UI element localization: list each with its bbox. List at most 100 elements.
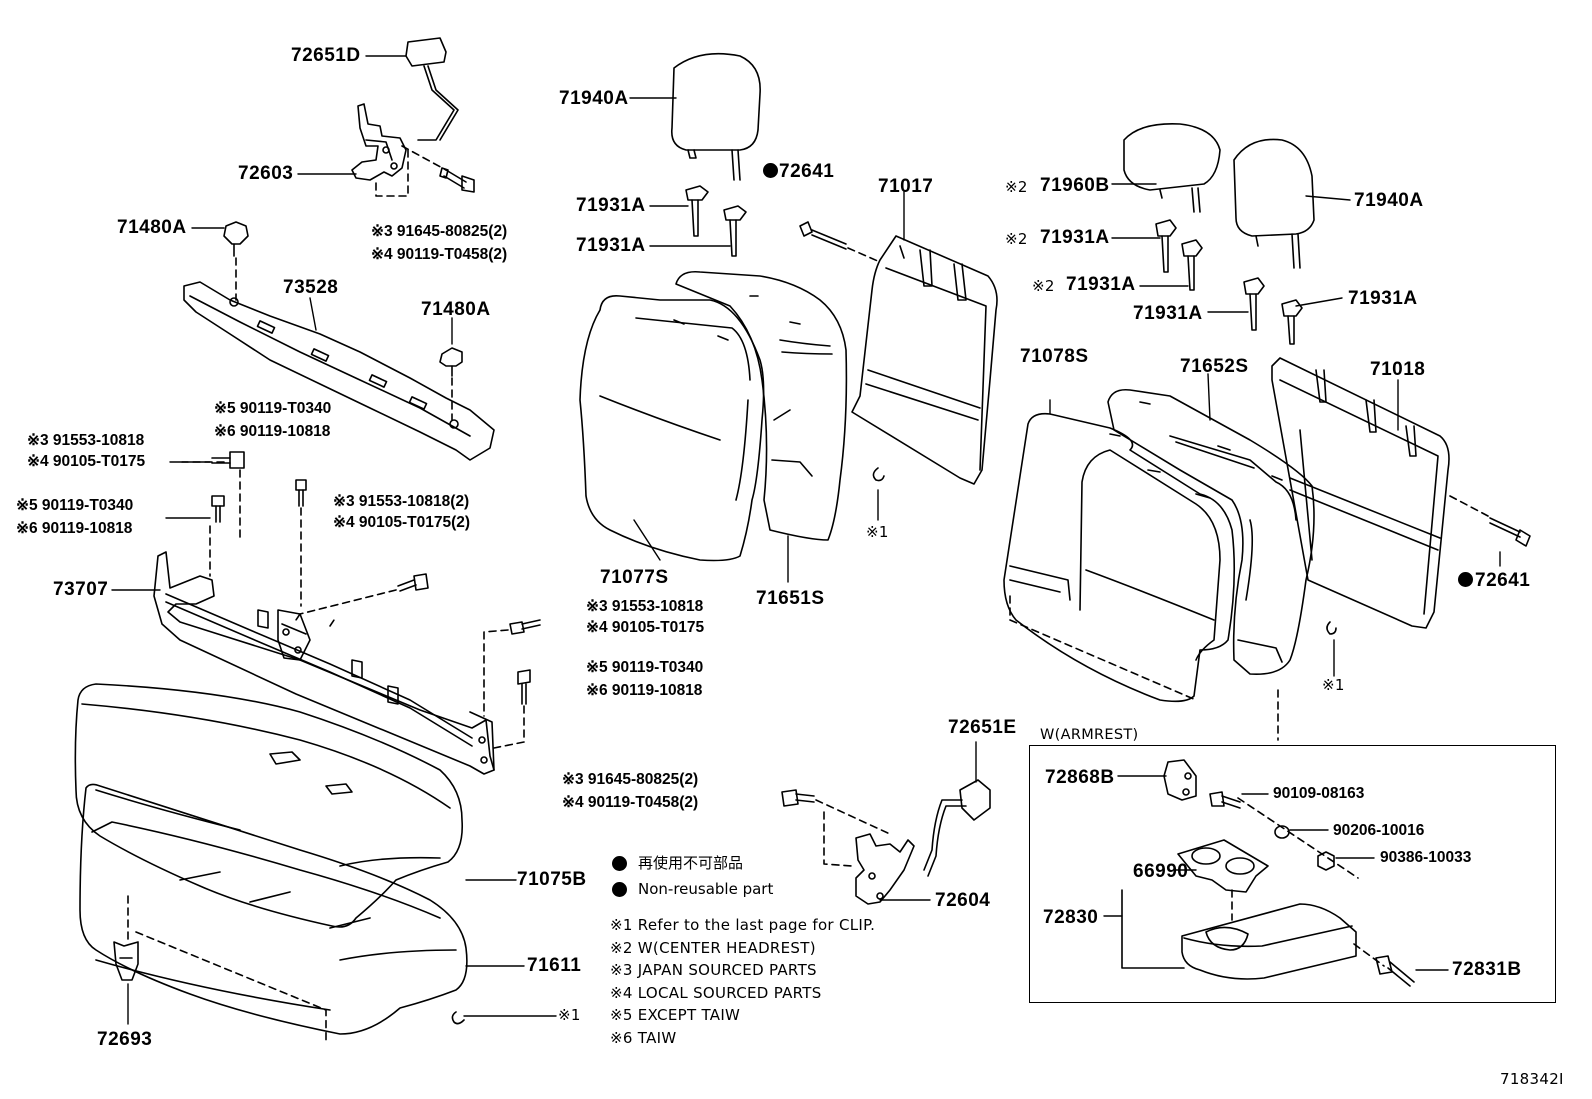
seatback-frame-71018 [1271,357,1450,629]
fastener-label[interactable]: ※6 90119-10818 [16,520,133,537]
part-label-71017[interactable]: 71017 [878,176,934,197]
leader-lines [111,55,1501,1025]
part-label-71077s[interactable]: 71077S [600,567,669,588]
headrest-guide-left-2 [723,205,747,257]
part-label-72868b[interactable]: 72868B [1045,767,1115,788]
part-label-71652s[interactable]: 71652S [1180,356,1249,377]
footnote: ※1 Refer to the last page for CLIP. [610,916,876,934]
fastener-label[interactable]: ※6 90119-10818 [214,423,331,440]
part-label-71611[interactable]: 71611 [527,955,582,976]
part-label-73707[interactable]: 73707 [53,579,109,600]
footnote: ※2 W(CENTER HEADREST) [610,939,816,957]
part-label-71075b[interactable]: 71075B [517,869,587,890]
footnote: ※5 EXCEPT TAIW [610,1006,741,1024]
fastener-label[interactable]: ※4 90105-T0175(2) [333,514,471,531]
note-ref-2: ※2 [1005,230,1028,248]
part-label-72831b[interactable]: 72831B [1452,959,1522,980]
part-label-72603[interactable]: 72603 [238,163,294,184]
part-label-72651d[interactable]: 72651D [291,45,361,66]
clip-71480a-2 [439,347,463,377]
bracket-72604 [855,833,915,905]
headrest-71940a-right [1233,138,1315,269]
bolt-mid-1 [295,479,307,507]
non-reusable-marker [1458,572,1473,587]
part-label-72641[interactable]: 72641 [1475,570,1531,591]
part-label-71931a[interactable]: 71931A [1040,227,1110,248]
part-label-90206-10016[interactable]: 90206-10016 [1333,822,1425,839]
bracket-72603 [351,103,407,181]
legend-dot-icon [612,882,627,897]
part-label-72651e[interactable]: 72651E [948,717,1017,738]
clip-ref-1: ※1 [866,523,889,541]
clip-72693 [113,941,139,981]
headrest-71940a-left [670,52,761,181]
part-label-90109-08163[interactable]: 90109-08163 [1273,785,1365,802]
part-label-71480a[interactable]: 71480A [421,299,491,320]
seat-cover-71611 [79,783,468,1035]
part-label-71078s[interactable]: 71078S [1020,346,1089,367]
fastener-label[interactable]: ※5 90119-T0340 [586,659,704,676]
footnote: ※3 JAPAN SOURCED PARTS [610,961,817,979]
part-label-71931a[interactable]: 71931A [576,195,646,216]
part-label-73528[interactable]: 73528 [283,277,339,298]
headrest-guide-right-2 [1181,239,1203,291]
armrest-72830 [1181,903,1357,980]
bolt-91645-top [439,167,475,193]
bolt-90109 [1209,791,1241,809]
part-label-71931a[interactable]: 71931A [1133,303,1203,324]
cup-holder-66990 [1177,839,1269,893]
bolt-right-1 [509,619,541,635]
part-label-71960b[interactable]: 71960B [1040,175,1110,196]
non-reusable-marker [763,163,778,178]
nut-90386 [1317,851,1335,871]
fastener-label[interactable]: ※4 90119-T0458(2) [562,794,699,811]
part-label-90386-10033[interactable]: 90386-10033 [1380,849,1472,866]
headrest-guide-right-1 [1155,219,1177,273]
part-label-71931a[interactable]: 71931A [1066,274,1136,295]
fastener-label[interactable]: ※3 91553-10818 [586,598,704,615]
part-label-72604[interactable]: 72604 [935,890,991,911]
fastener-label[interactable]: ※3 91553-10818 [27,432,145,449]
note-ref-2: ※2 [1032,277,1055,295]
fastener-label[interactable]: ※6 90119-10818 [586,682,703,699]
part-label-71480a[interactable]: 71480A [117,217,187,238]
footnote: ※4 LOCAL SOURCED PARTS [610,984,822,1002]
fastener-label[interactable]: ※4 90119-T0458(2) [371,246,508,263]
bolt-lower-91645 [781,789,815,807]
center-headrest-71960b [1123,123,1221,213]
seatback-71078s [1003,412,1236,703]
diagram-id: 718342I [1500,1070,1564,1088]
fastener-label[interactable]: ※3 91645-80825(2) [562,771,699,788]
footnote: ※6 TAIW [610,1029,677,1047]
part-label-71940a[interactable]: 71940A [1354,190,1424,211]
bolt-left-2 [211,495,225,523]
fastener-label[interactable]: ※5 90119-T0340 [16,497,134,514]
seatback-frame-71017 [851,235,998,485]
part-label-71931a[interactable]: 71931A [576,235,646,256]
clip-ref-1: ※1 [558,1006,581,1024]
stay-73528 [183,281,495,461]
fastener-label[interactable]: ※3 91553-10818(2) [333,493,470,510]
legend-dot-icon [612,856,627,871]
part-label-72693[interactable]: 72693 [97,1029,153,1050]
legend-non-reusable-en: Non-reusable part [638,880,774,898]
part-label-71940a[interactable]: 71940A [559,88,629,109]
clip-71480a-1 [223,221,249,257]
part-label-71931a[interactable]: 71931A [1348,288,1418,309]
headrest-lock-72651e [923,779,991,877]
fastener-label[interactable]: ※4 90105-T0175 [27,453,146,470]
fastener-label[interactable]: ※5 90119-T0340 [214,400,332,417]
seatback-cover-71652s [1107,388,1315,676]
bolt-72641-right [1489,517,1531,547]
frame-73707 [153,551,495,775]
fastener-label[interactable]: ※4 90105-T0175 [586,619,705,636]
part-label-71651s[interactable]: 71651S [756,588,825,609]
part-label-72641[interactable]: 72641 [779,161,835,182]
fastener-label[interactable]: ※3 91645-80825(2) [371,223,508,240]
seatback-71077s [579,294,765,562]
part-label-72830[interactable]: 72830 [1043,907,1099,928]
part-label-71018[interactable]: 71018 [1370,359,1426,380]
headrest-lock-72651d [405,37,459,141]
part-label-66990[interactable]: 66990 [1133,861,1189,882]
